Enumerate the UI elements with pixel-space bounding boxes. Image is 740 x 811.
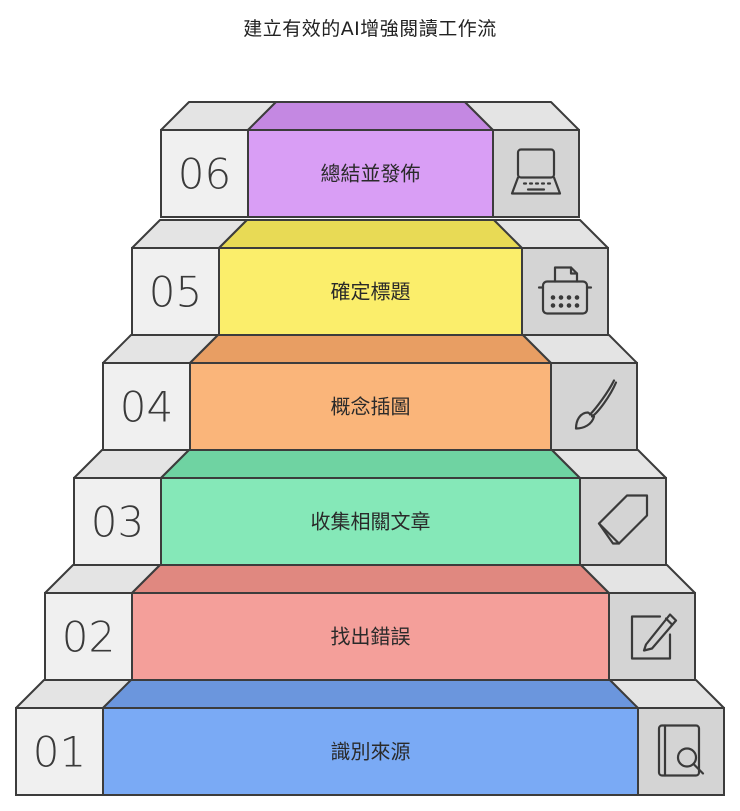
step-top-center-face [160, 449, 581, 479]
step-label: 確定標題 [331, 280, 411, 304]
laptop-icon [510, 148, 562, 195]
step-number: 01 [33, 728, 86, 777]
step-icon-block [492, 129, 580, 218]
page-title: 建立有效的AI增強閱讀工作流 [243, 18, 497, 40]
step-label-block [189, 362, 552, 451]
step-top-center-face [131, 564, 610, 594]
step-label: 概念插圖 [331, 395, 411, 419]
step-label: 收集相關文章 [311, 510, 431, 534]
step-top-center-face [247, 101, 494, 131]
step-label: 識別來源 [331, 740, 411, 764]
step-label-block [247, 129, 494, 218]
step-icon-block [579, 477, 667, 566]
step-number: 02 [62, 613, 115, 662]
step-02: 02 找出錯誤 [44, 564, 696, 681]
step-label: 找出錯誤 [331, 625, 411, 649]
step-05: 05 確定標題 [131, 219, 609, 336]
step-number-block [73, 477, 162, 566]
paintbrush-icon [574, 379, 618, 430]
step-01: 01 識別來源 [15, 679, 725, 796]
step-icon-block [637, 707, 725, 796]
step-number: 06 [178, 150, 231, 199]
step-number: 04 [120, 383, 173, 432]
pencil-note-icon [630, 613, 678, 660]
step-icon-block [521, 247, 609, 336]
step-top-center-face [218, 219, 523, 249]
bookmark-tag-icon [597, 494, 649, 545]
step-top-center-face [102, 679, 639, 709]
step-number-block [160, 129, 249, 218]
step-top-center-face [189, 334, 552, 364]
step-number: 05 [149, 268, 202, 317]
step-03: 03 收集相關文章 [73, 449, 667, 566]
step-number: 03 [91, 498, 144, 547]
step-icon-block [550, 362, 638, 451]
step-label-block [102, 707, 639, 796]
typewriter-icon [537, 266, 593, 315]
step-06: 06 總結並發佈 [160, 101, 580, 218]
book-search-icon [657, 724, 705, 777]
step-label-block [160, 477, 581, 566]
step-label: 總結並發佈 [321, 162, 421, 186]
step-04: 04 概念插圖 [102, 334, 638, 451]
step-number-block [44, 592, 133, 681]
